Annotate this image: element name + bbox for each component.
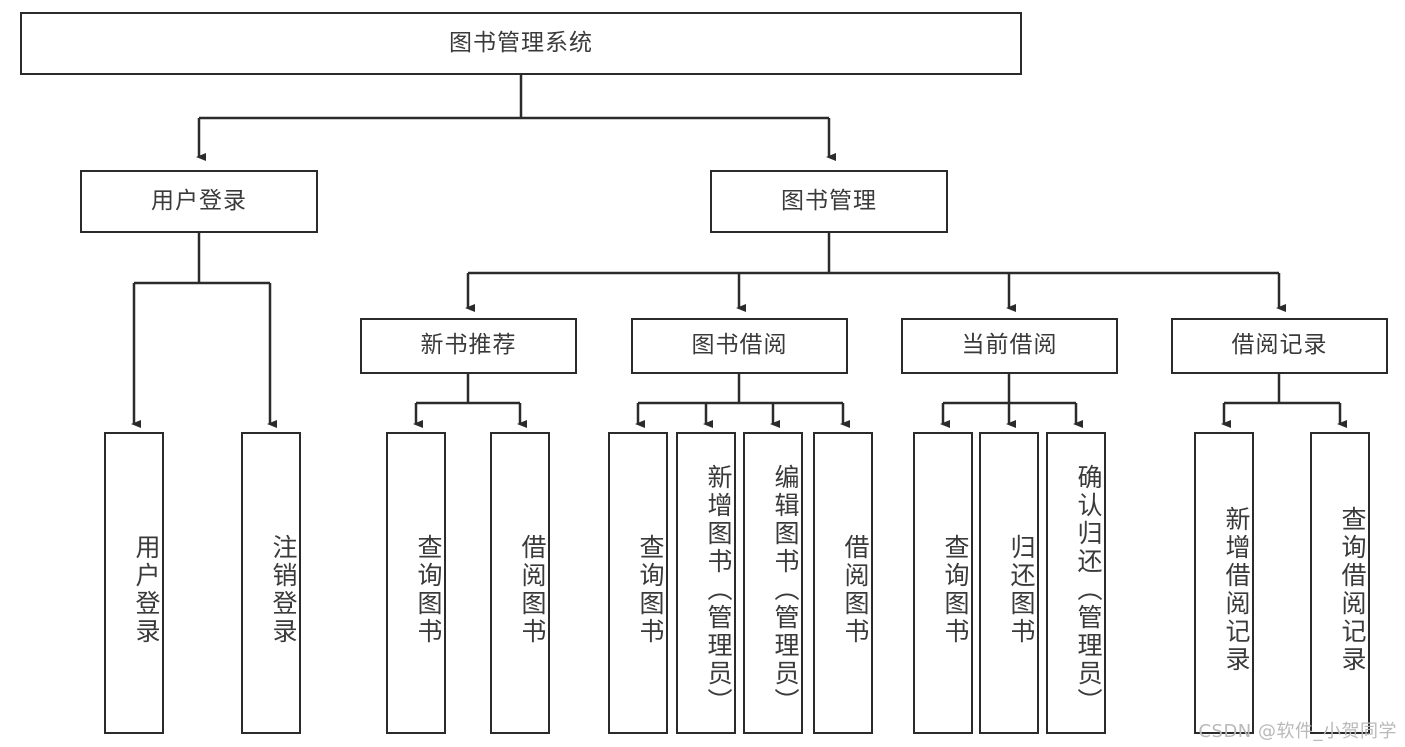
node-label: 查询图书 bbox=[941, 534, 970, 646]
leaf-user-login-signout[interactable]: 注销登录 bbox=[241, 432, 301, 734]
leaf-borrow-record-query[interactable]: 查询借阅记录 bbox=[1310, 432, 1370, 734]
node-label: 查询图书 bbox=[414, 534, 443, 646]
leaf-new-book-query[interactable]: 查询图书 bbox=[386, 432, 446, 734]
node-current-borrow[interactable]: 当前借阅 bbox=[901, 318, 1118, 374]
node-borrow-record[interactable]: 借阅记录 bbox=[1171, 318, 1388, 374]
node-label: 确认归还（管理员） bbox=[1074, 464, 1103, 716]
leaf-current-borrow-confirm-return[interactable]: 确认归还（管理员） bbox=[1046, 432, 1106, 734]
node-label: 查询借阅记录 bbox=[1338, 506, 1367, 674]
leaf-book-borrow-lend[interactable]: 借阅图书 bbox=[813, 432, 873, 734]
leaf-user-login-signin[interactable]: 用户登录 bbox=[104, 432, 164, 734]
node-label: 新增图书（管理员） bbox=[704, 464, 733, 716]
csdn-watermark: CSDN @软件_小贺同学 bbox=[1198, 721, 1397, 742]
leaf-book-borrow-edit[interactable]: 编辑图书（管理员） bbox=[743, 432, 803, 734]
node-root-system[interactable]: 图书管理系统 bbox=[20, 12, 1022, 75]
leaf-book-borrow-query[interactable]: 查询图书 bbox=[608, 432, 668, 734]
node-new-book-recommend[interactable]: 新书推荐 bbox=[360, 318, 577, 374]
node-label: 当前借阅 bbox=[961, 332, 1058, 359]
node-label: 用户登录 bbox=[132, 534, 161, 646]
node-label: 借阅图书 bbox=[841, 534, 870, 646]
node-label: 新书推荐 bbox=[420, 332, 517, 359]
leaf-current-borrow-query[interactable]: 查询图书 bbox=[913, 432, 973, 734]
node-label: 查询图书 bbox=[636, 534, 665, 646]
node-book-borrow[interactable]: 图书借阅 bbox=[631, 318, 848, 374]
leaf-new-book-borrow[interactable]: 借阅图书 bbox=[490, 432, 550, 734]
leaf-book-borrow-add[interactable]: 新增图书（管理员） bbox=[676, 432, 736, 734]
node-label: 用户登录 bbox=[151, 187, 247, 214]
leaf-borrow-record-add[interactable]: 新增借阅记录 bbox=[1194, 432, 1254, 734]
node-book-management[interactable]: 图书管理 bbox=[710, 170, 948, 233]
node-label: 注销登录 bbox=[269, 534, 298, 646]
node-user-login[interactable]: 用户登录 bbox=[80, 170, 318, 233]
node-label: 借阅记录 bbox=[1231, 332, 1328, 359]
leaf-current-borrow-return[interactable]: 归还图书 bbox=[979, 432, 1039, 734]
node-label: 编辑图书（管理员） bbox=[771, 464, 800, 716]
node-label: 图书管理 bbox=[781, 187, 877, 214]
node-label: 新增借阅记录 bbox=[1222, 506, 1251, 674]
node-label: 图书借阅 bbox=[691, 332, 788, 359]
node-label: 图书管理系统 bbox=[449, 29, 593, 56]
node-label: 归还图书 bbox=[1007, 534, 1036, 646]
node-label: 借阅图书 bbox=[518, 534, 547, 646]
